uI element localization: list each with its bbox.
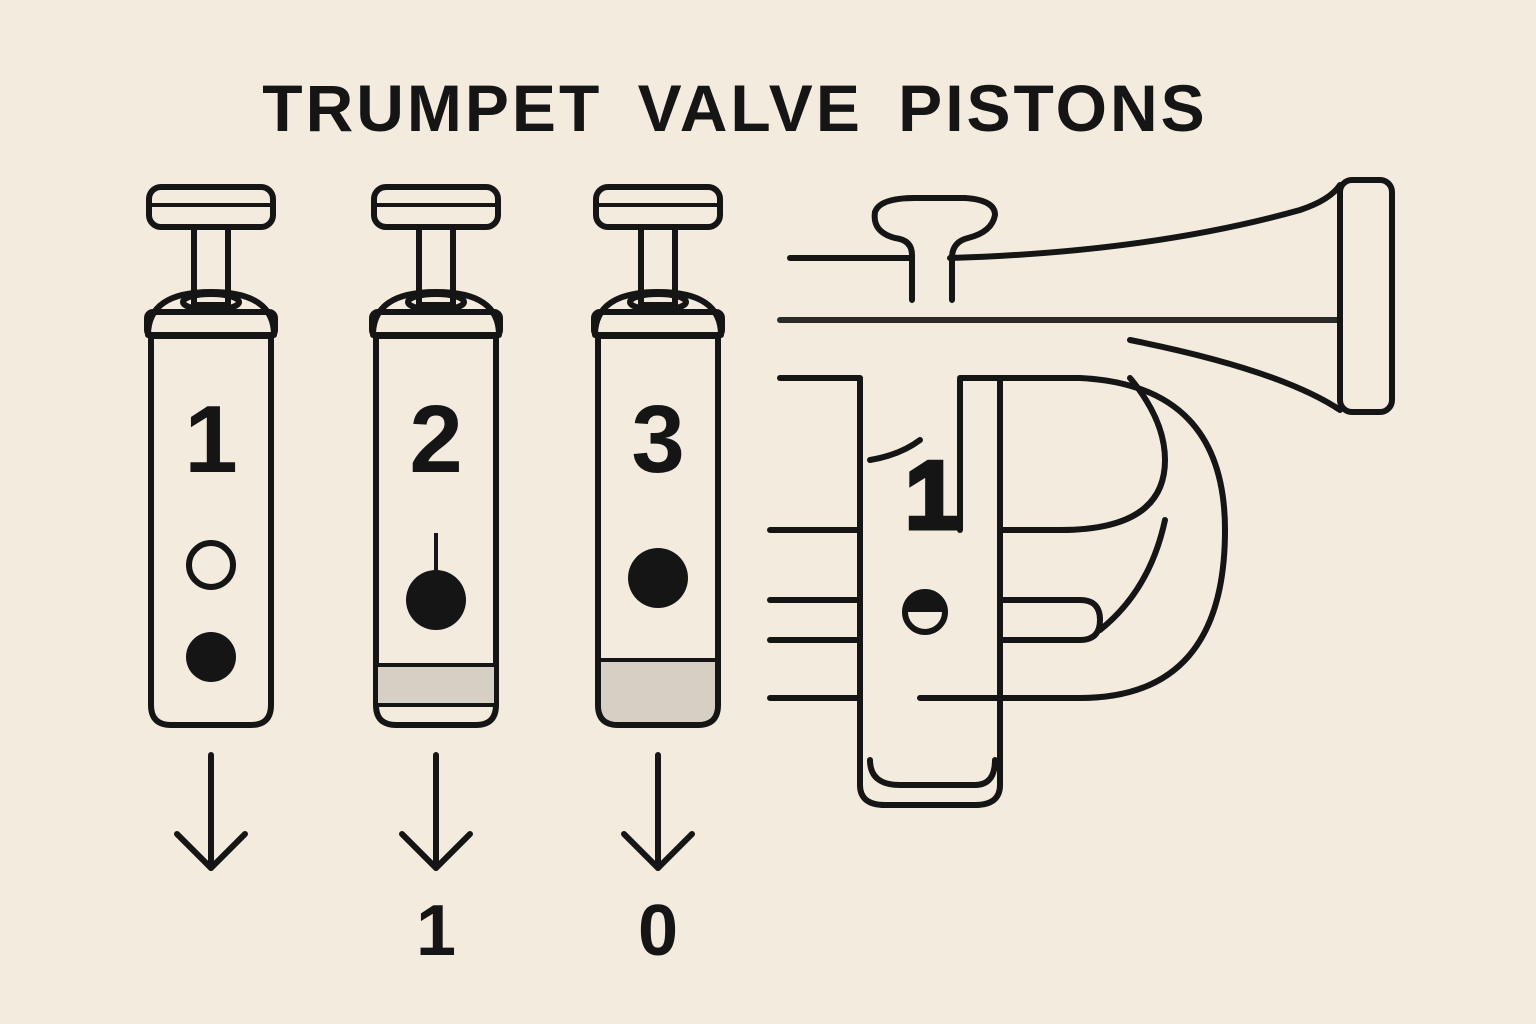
piston-3-label: 3: [631, 386, 684, 493]
port-hole-icon: [628, 548, 688, 608]
piston-3-bottom-label: 0: [638, 891, 678, 971]
piston-3: 3 0: [594, 187, 722, 971]
piston-1-label: 1: [184, 386, 237, 493]
piston-2: 2 1: [372, 187, 500, 971]
port-hole-icon: [186, 540, 236, 590]
trumpet-illustration: 1: [767, 177, 1395, 808]
piston-2-label: 2: [409, 386, 462, 493]
down-arrow-icon: [624, 755, 692, 868]
port-hole-icon: [186, 632, 236, 682]
piston-1: 1: [147, 187, 275, 868]
down-arrow-icon: [402, 755, 470, 868]
port-hole-icon: [406, 570, 466, 630]
piston-2-bottom-label: 1: [416, 891, 456, 971]
trumpet-valve-label: 1: [905, 442, 958, 549]
diagram-title: TRUMPET VALVE PISTONS: [262, 71, 1208, 145]
down-arrow-icon: [177, 755, 245, 868]
